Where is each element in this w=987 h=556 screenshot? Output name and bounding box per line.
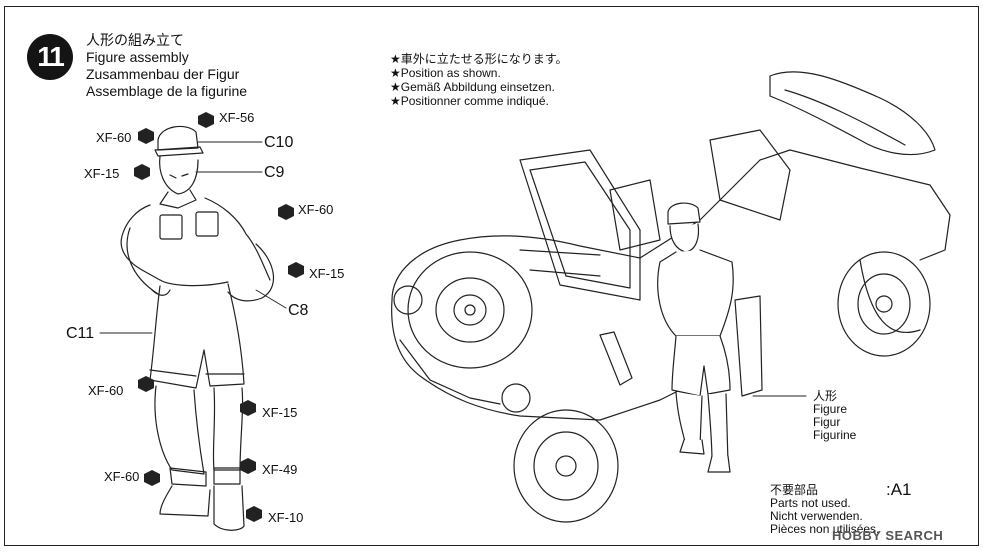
figure-label-ja: 人形	[813, 389, 838, 403]
paint-callout: XF-10	[268, 510, 304, 525]
vehicle-drawing	[391, 71, 951, 523]
figure-label-en: Figure	[813, 402, 848, 416]
figure-drawing-vehicle	[657, 202, 734, 473]
paint-callout: XF-15	[309, 266, 345, 281]
figure-label: 人形 Figure Figur Figurine	[813, 390, 856, 442]
instruction-frame	[4, 6, 979, 546]
note-de: ★Gemäß Abbildung einsetzen.	[390, 80, 555, 94]
part-callout: C10	[264, 134, 294, 151]
step-title-block: 人形の組み立て Figure assembly Zusammenbau der …	[86, 32, 247, 100]
paint-callout: XF-49	[262, 462, 298, 477]
unused-de: Nicht verwenden.	[770, 509, 863, 523]
unused-part-id: :A1	[886, 480, 912, 499]
step-number-badge: 11	[27, 34, 73, 80]
step-title-fr: Assemblage de la figurine	[86, 83, 248, 99]
watermark: HOBBY SEARCH	[832, 528, 944, 543]
step-title-ja: 人形の組み立て	[86, 32, 184, 48]
unused-en: Parts not used.	[770, 496, 851, 510]
paint-callout: XF-60	[298, 202, 334, 217]
part-callout: C11	[66, 325, 95, 342]
note-ja: ★車外に立たせる形になります。	[390, 52, 568, 66]
unused-ja: 不要部品	[770, 483, 819, 497]
paint-markers	[134, 112, 304, 522]
step-title-de: Zusammenbau der Figur	[86, 66, 240, 82]
step-title-en: Figure assembly	[86, 49, 189, 65]
note-en: ★Position as shown.	[390, 66, 501, 80]
figure-drawing-left	[120, 125, 275, 531]
part-callout: C9	[264, 164, 285, 181]
paint-callout: XF-60	[104, 469, 140, 484]
paint-callout: XF-60	[88, 383, 124, 398]
paint-callout: XF-56	[219, 110, 255, 125]
leader-lines	[99, 141, 807, 397]
part-callout: C8	[288, 302, 309, 319]
paint-callout: XF-15	[84, 166, 120, 181]
unused-fr: Pièces non utilisées.	[770, 522, 880, 536]
position-notes: ★車外に立たせる形になります。 ★Position as shown. ★Gem…	[390, 52, 568, 108]
unused-parts-note: 不要部品 Parts not used. Nicht verwenden. Pi…	[770, 484, 879, 536]
paint-callout: XF-15	[262, 405, 298, 420]
figure-label-de: Figur	[813, 415, 841, 429]
figure-label-fr: Figurine	[813, 428, 857, 442]
note-fr: ★Positionner comme indiqué.	[390, 94, 549, 108]
paint-callout: XF-60	[96, 130, 132, 145]
